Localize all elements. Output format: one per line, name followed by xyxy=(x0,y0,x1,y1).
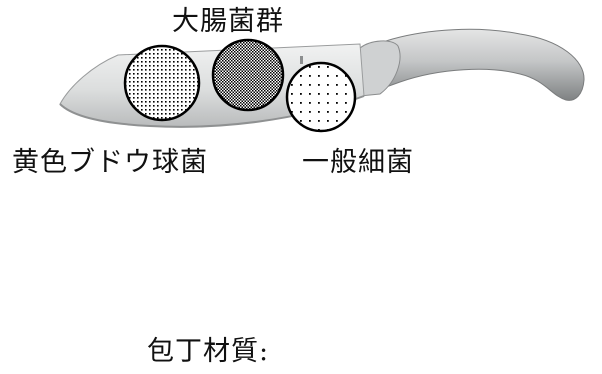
general-bacteria-sample-circle xyxy=(285,61,357,133)
knife-handle xyxy=(359,28,585,101)
coliform-label: 大腸菌群 xyxy=(172,6,284,37)
knife-material-label: 包丁材質: xyxy=(147,336,270,367)
coliform-sample-circle xyxy=(211,38,285,112)
staph-label: 黄色ブドウ球菌 xyxy=(12,147,208,178)
staph-sample-circle xyxy=(123,44,201,122)
engraving-mark xyxy=(300,56,303,64)
general-bacteria-label: 一般細菌 xyxy=(302,147,414,178)
knife-bolster xyxy=(359,40,401,97)
